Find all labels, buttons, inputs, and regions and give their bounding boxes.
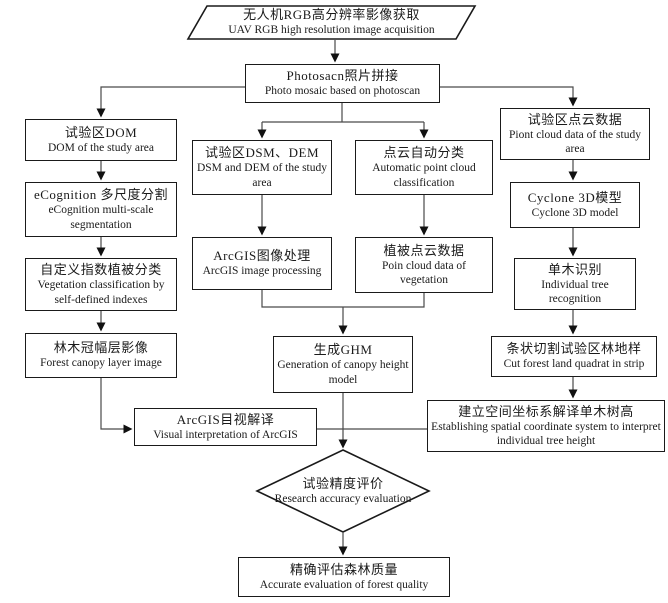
node-vegetation-point-cloud-en: Poin cloud data of vegetation (382, 259, 466, 287)
node-ecognition-en: eCognition multi-scale segmentation (48, 204, 154, 231)
node-cyclone-3d-en: Cyclone 3D model (531, 206, 619, 219)
node-ghm-zh: 生成GHM (313, 342, 373, 358)
node-strip-cut: 条状切割试验区林地样 Cut forest land quadrat in st… (491, 336, 657, 377)
node-tree-recognition: 单木识别 Individual tree recognition (514, 258, 636, 310)
node-cyclone-3d-zh: Cyclone 3D模型 (527, 189, 623, 205)
node-arcgis-processing-zh: ArcGIS图像处理 (213, 248, 311, 264)
node-visual-interpretation-zh: ArcGIS目视解译 (176, 411, 275, 427)
node-strip-cut-en: Cut forest land quadrat in strip (503, 358, 645, 371)
node-ecognition: eCognition 多尺度分割 eCognition multi-scale … (25, 182, 177, 237)
node-vegetation-classification-en: Vegetation classification by self-define… (37, 279, 165, 306)
node-vegetation-point-cloud-zh: 植被点云数据 (383, 242, 465, 258)
node-accuracy-evaluation-zh: 试验精度评价 (302, 475, 384, 491)
node-vegetation-classification-zh: 自定义指数植被分类 (40, 262, 162, 278)
node-dsm-dem-zh: 试验区DSM、DEM (204, 145, 320, 161)
node-dsm-dem: 试验区DSM、DEM DSM and DEM of the study area (192, 140, 332, 195)
node-photoscan-en: Photo mosaic based on photoscan (264, 85, 421, 98)
node-photoscan: Photosacn照片拼接 Photo mosaic based on phot… (245, 64, 440, 103)
node-visual-interpretation: ArcGIS目视解译 Visual interpretation of ArcG… (134, 408, 317, 446)
node-final-evaluation-zh: 精确评估森林质量 (289, 561, 398, 577)
node-tree-recognition-en: Individual tree recognition (541, 278, 609, 306)
node-point-cloud-classification-zh: 点云自动分类 (383, 145, 465, 161)
node-tree-recognition-zh: 单木识别 (547, 261, 602, 277)
node-final-evaluation: 精确评估森林质量 Accurate evaluation of forest q… (238, 557, 450, 597)
node-canopy-image: 林木冠幅层影像 Forest canopy layer image (25, 333, 177, 378)
node-dom-en: DOM of the study area (47, 141, 155, 154)
node-coordinate-system: 建立空间坐标系解译单木树高 Establishing spatial coord… (427, 400, 665, 452)
node-dom-zh: 试验区DOM (64, 124, 138, 140)
node-dom: 试验区DOM DOM of the study area (25, 119, 177, 161)
node-canopy-image-en: Forest canopy layer image (40, 357, 162, 370)
node-vegetation-point-cloud: 植被点云数据 Poin cloud data of vegetation (355, 237, 493, 293)
node-accuracy-evaluation-en: Research accuracy evaluation (274, 492, 412, 505)
node-uav-acquisition: 无人机RGB高分辨率影像获取 UAV RGB high resolution i… (190, 7, 473, 38)
node-ecognition-zh: eCognition 多尺度分割 (33, 187, 169, 203)
node-dsm-dem-en: DSM and DEM of the study area (196, 162, 327, 189)
node-canopy-image-zh: 林木冠幅层影像 (53, 340, 149, 356)
node-study-area-point-cloud-en: Piont cloud data of the study area (509, 128, 641, 156)
node-final-evaluation-en: Accurate evaluation of forest quality (259, 578, 429, 591)
node-cyclone-3d: Cyclone 3D模型 Cyclone 3D model (510, 182, 640, 228)
node-uav-acquisition-zh: 无人机RGB高分辨率影像获取 (243, 7, 420, 23)
parallelogram-acquisition (186, 5, 477, 40)
node-accuracy-evaluation: 试验精度评价 Research accuracy evaluation (257, 461, 429, 521)
node-study-area-point-cloud-zh: 试验区点云数据 (527, 111, 623, 127)
node-vegetation-classification: 自定义指数植被分类 Vegetation classification by s… (25, 258, 177, 311)
node-arcgis-processing-en: ArcGIS image processing (202, 265, 322, 278)
node-coordinate-system-zh: 建立空间坐标系解译单木树高 (458, 403, 634, 419)
node-uav-acquisition-en: UAV RGB high resolution image acquisitio… (228, 24, 435, 37)
node-arcgis-processing: ArcGIS图像处理 ArcGIS image processing (192, 237, 332, 290)
node-ghm: 生成GHM Generation of canopy height model (273, 336, 413, 393)
node-coordinate-system-en: Establishing spatial coordinate system t… (431, 420, 661, 448)
node-ghm-en: Generation of canopy height model (277, 359, 409, 386)
node-visual-interpretation-en: Visual interpretation of ArcGIS (153, 428, 298, 441)
node-point-cloud-classification: 点云自动分类 Automatic point cloud classificat… (355, 140, 493, 195)
node-strip-cut-zh: 条状切割试验区林地样 (506, 341, 642, 357)
node-point-cloud-classification-en: Automatic point cloud classification (372, 162, 476, 189)
node-photoscan-zh: Photosacn照片拼接 (286, 68, 399, 84)
node-study-area-point-cloud: 试验区点云数据 Piont cloud data of the study ar… (500, 108, 650, 160)
